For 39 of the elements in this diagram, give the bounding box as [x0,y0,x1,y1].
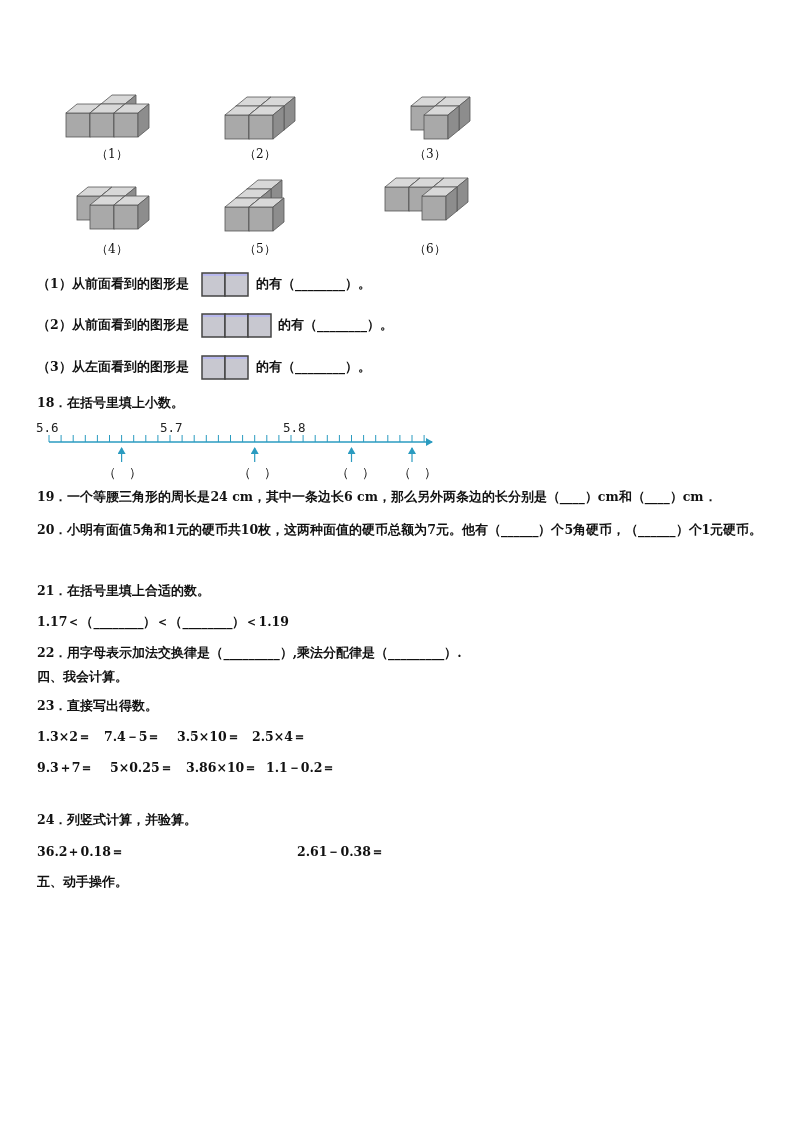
question-text: （1）从前面看到的图形是 [37,276,189,292]
question-text: 9.3＋7＝ [37,760,94,776]
question-text: 24．列竖式计算，并验算。 [37,812,198,828]
question-text: 3.86×10＝ [186,760,258,776]
question-text: 四、我会计算。 [37,669,128,685]
question-text: 18．在括号里填上小数。 [37,395,185,411]
question-text: 22．用字母表示加法交换律是（_________）,乘法分配律是（_________）. [37,645,462,661]
figure-caption: （4） [96,241,128,257]
question-text: 23．直接写出得数。 [37,698,159,714]
figure-caption: （5） [244,241,276,257]
figure-caption: （3） [414,146,446,162]
question-text: 的有（________）。 [256,359,371,375]
figure-caption: （2） [244,146,276,162]
figure-caption: （6） [414,241,446,257]
question-text: 1.1－0.2＝ [266,760,336,776]
question-text: （2）从前面看到的图形是 [37,317,189,333]
question-text: 1.3×2＝ [37,729,91,745]
scale-number: 5.8 [283,420,306,436]
question-text: 2.5×4＝ [252,729,306,745]
question-text: 3.5×10＝ [177,729,240,745]
question-text: 2.61－0.38＝ [297,844,384,860]
figure-caption: （1） [96,146,128,162]
question-text: 21．在括号里填上合适的数。 [37,583,211,599]
question-text: 五、动手操作。 [37,874,128,890]
question-text: 的有（________）。 [278,317,393,333]
scale-number: 5.6 [36,420,59,436]
question-text: 的有（________）。 [256,276,371,292]
question-text: （3）从左面看到的图形是 [37,359,189,375]
answer-bracket: （ ） [398,465,437,481]
question-text: 36.2＋0.18＝ [37,844,124,860]
question-text: 7.4－5＝ [104,729,161,745]
question-text: 19．一个等腰三角形的周长是24 cm，其中一条边长6 cm，那么另外两条边的长分别是（____）cm和（____）cm． [37,489,717,505]
question-text: 5×0.25＝ [110,760,173,776]
question-text: 1.17＜（________）＜（________）＜1.19 [37,614,289,630]
answer-bracket: （ ） [103,465,142,481]
question-text: 20．小明有面值5角和1元的硬币共10枚，这两种面值的硬币总额为7元。他有（______）个5角硬币，（______）个1元硬币。 [37,521,764,540]
answer-bracket: （ ） [238,465,277,481]
scale-number: 5.7 [160,420,183,436]
answer-bracket: （ ） [336,465,375,481]
